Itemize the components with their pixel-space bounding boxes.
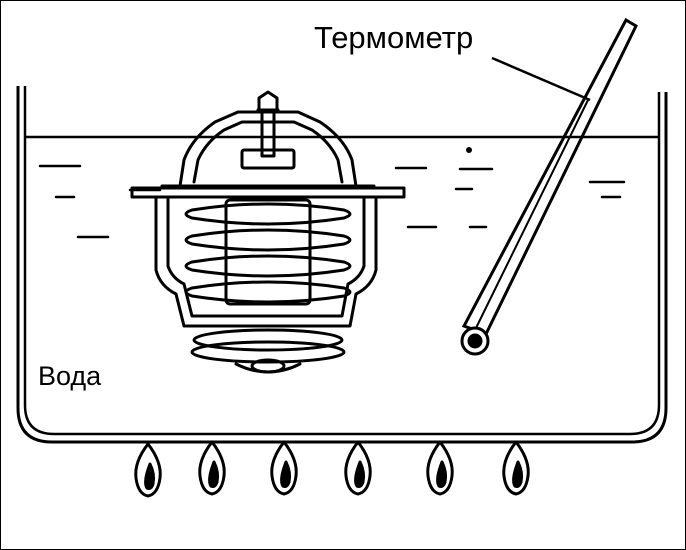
flame-icon <box>270 440 298 496</box>
thermometer-label: Термометр <box>314 20 474 55</box>
flame-icon <box>134 442 162 498</box>
water-label: Вода <box>38 361 102 391</box>
thermometer-leader-line <box>491 56 591 102</box>
flame-icon <box>198 440 226 496</box>
flame-icon <box>344 440 372 496</box>
water-ripples <box>38 164 626 239</box>
flame-icon <box>426 440 454 496</box>
thermometer-illustration <box>460 17 638 356</box>
flame-icon <box>502 440 530 496</box>
bubble-dot <box>466 147 472 153</box>
water-tank <box>16 86 668 444</box>
thermostat <box>130 90 406 374</box>
burner-flames <box>134 440 530 498</box>
